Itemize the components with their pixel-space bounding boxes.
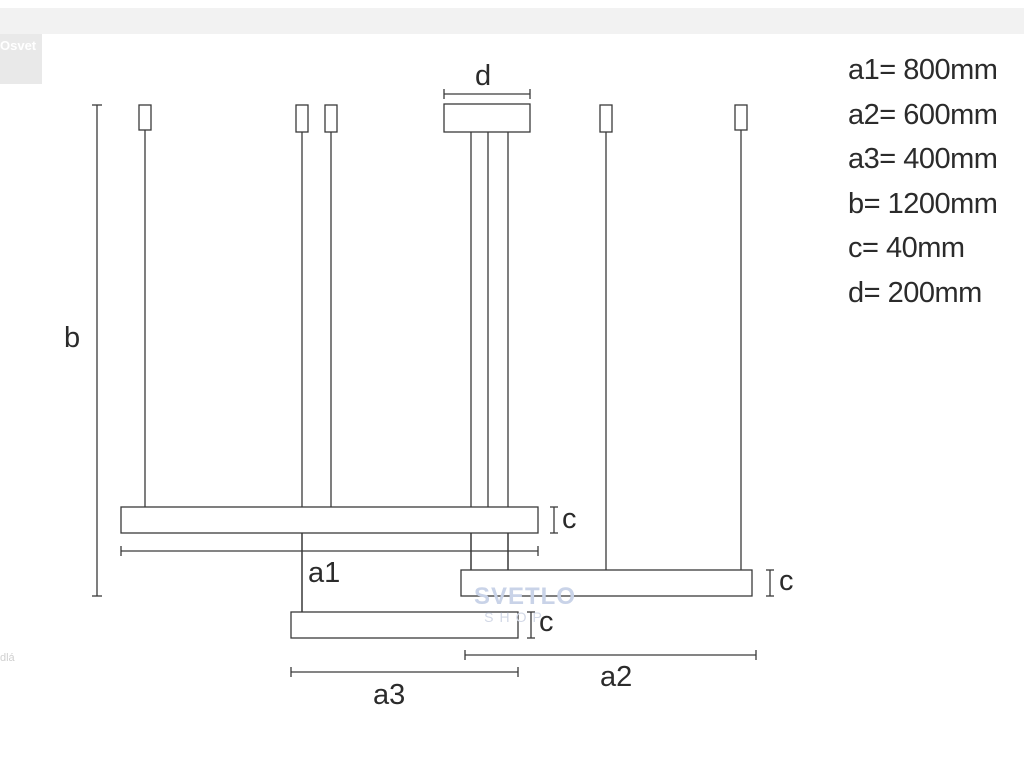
watermark-line2: SHOP xyxy=(484,609,548,625)
label-c-bottom: c xyxy=(539,606,554,638)
legend-line-d: d= 200mm xyxy=(848,276,982,309)
watermark-logo: SVETLO SHOP xyxy=(474,583,577,626)
background-side-text: dlá xyxy=(0,652,15,664)
label-d: d xyxy=(475,60,491,92)
image-card xyxy=(42,34,1024,768)
legend-line-a2: a2= 600mm xyxy=(848,98,998,131)
label-c-top: c xyxy=(562,503,577,535)
ceiling-mount-4 xyxy=(599,104,613,133)
background-top-bar xyxy=(0,8,1024,34)
watermark-line1: SVETLO xyxy=(474,583,577,610)
ceiling-canopy xyxy=(443,103,531,133)
legend-line-a3: a3= 400mm xyxy=(848,143,998,175)
ceiling-mount-5 xyxy=(734,104,748,131)
ceiling-mount-3 xyxy=(324,104,338,133)
ring-a2 xyxy=(460,569,753,597)
ceiling-mount-1 xyxy=(138,104,152,131)
legend-line-a1: a1= 800mm xyxy=(848,54,998,86)
ceiling-mount-2 xyxy=(295,104,309,133)
label-a3: a3 xyxy=(373,679,405,711)
label-a2: a2 xyxy=(600,661,632,693)
dimension-legend: a1= 800mm a2= 600mm a3= 400mm b= 1200mm … xyxy=(848,52,998,319)
background-tab-label: Osvet xyxy=(0,38,37,53)
background-tab xyxy=(0,34,42,84)
ring-a3 xyxy=(290,611,519,639)
label-a1: a1 xyxy=(308,557,340,589)
legend-line-c: c= 40mm xyxy=(848,232,965,264)
legend-line-b: b= 1200mm xyxy=(848,187,998,220)
label-b: b xyxy=(64,322,80,354)
label-c-mid: c xyxy=(779,565,794,597)
ring-a1 xyxy=(120,506,539,534)
